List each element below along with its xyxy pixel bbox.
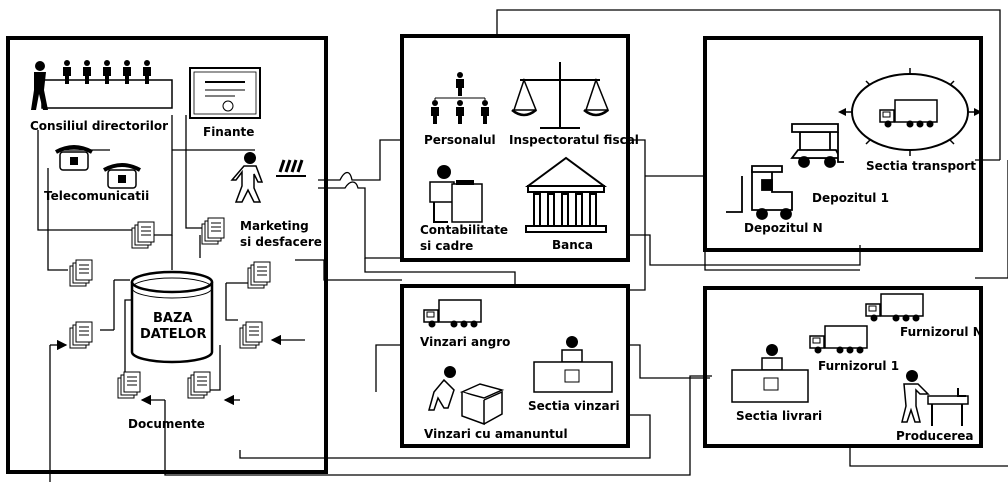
document-stack-icon [117,371,141,399]
retail-label: Vinzari cu amanuntul [424,427,568,441]
enterprise-panel: Consiliul directorilor Finante Telecomun… [6,36,328,474]
database-label-line2: DATELOR [140,327,206,342]
institutions-panel: Personalul Inspectoratul fiscal Contabil… [400,34,639,262]
marketing-label-line2: si desfacere [240,235,322,249]
document-stack-icon [131,221,155,249]
sales-panel: Vinzari angro Sectia vinzari Vinzari cu … [400,284,630,448]
scales-icon [511,62,610,129]
board-label: Consiliul directorilor [30,119,168,133]
production-label: Producerea [896,429,974,443]
truck-icon [809,325,868,355]
truck-icon [423,299,482,329]
certificate-icon [189,67,261,119]
document-stack-icon [239,321,263,349]
database-icon [130,270,214,364]
worker-machine-icon [901,370,969,426]
supplier1-label: Furnizorul 1 [818,359,899,373]
finance-label: Finante [203,125,254,139]
database-label-line1: BAZA [153,311,192,326]
truck-icon [865,293,924,323]
telephone-icon [55,145,141,189]
personnel-label: Personalul [424,133,496,147]
document-stack-icon [247,261,271,289]
people-icon [31,60,173,110]
telecom-label: Telecomunicatii [44,189,149,203]
document-stack-icon [187,371,211,399]
warehouses-panel: Sectia transport Depozitul 1 Depozitul N [703,36,983,252]
documents-label: Documente [128,417,205,431]
bank-label: Banca [552,238,593,252]
clerk-desk-icon [731,344,809,403]
org-chart-icon [431,72,489,124]
transport-label: Sectia transport [866,159,976,173]
document-stack-icon [201,217,225,245]
forklift-icon [790,123,844,168]
document-stack-icon [69,259,93,287]
supply-panel: Furnizorul N Furnizorul 1 Sectia livrari… [703,286,983,448]
wholesale-label: Vinzari angro [420,335,510,349]
document-stack-icon [69,321,93,349]
accounting-label-line1: Contabilitate [420,223,508,237]
sales-dept-label: Sectia vinzari [528,399,620,413]
connection-lines [49,9,1008,482]
supplierN-label: Furnizorul N [900,325,983,339]
delivery-label: Sectia livrari [736,409,822,423]
forklift-icon [726,165,793,220]
clerk-desk-icon [533,336,613,393]
depotN-label: Depozitul N [744,221,823,235]
box-person-icon [428,366,505,426]
bank-building-icon [524,156,608,233]
tax-label: Inspectoratul fiscal [509,133,639,147]
walking-person-icon [230,152,306,203]
marketing-label-line1: Marketing [240,219,309,233]
accountant-desk-icon [429,165,483,223]
depot1-label: Depozitul 1 [812,191,889,205]
accounting-label-line2: si cadre [420,239,473,253]
